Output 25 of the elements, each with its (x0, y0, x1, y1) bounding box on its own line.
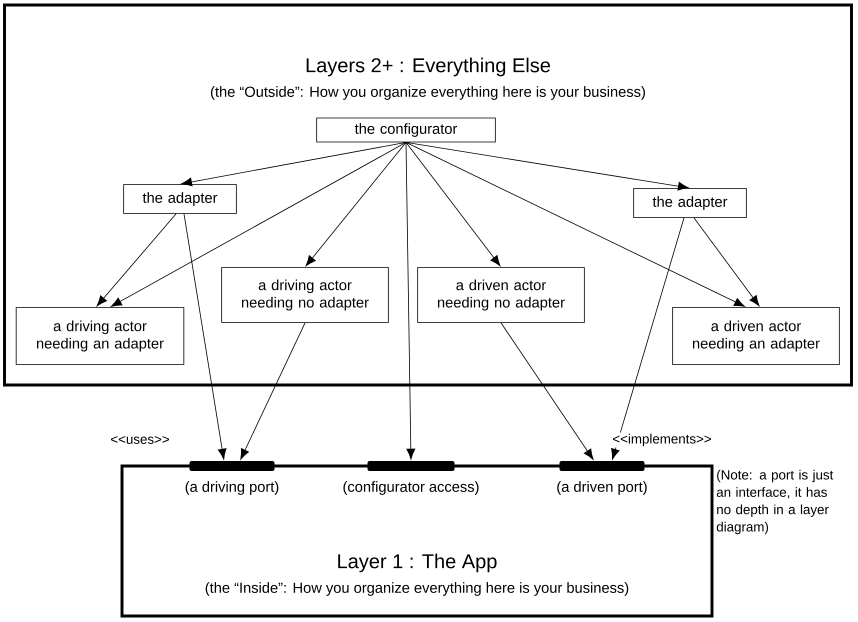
arrow (406, 142, 745, 307)
arrow (96, 214, 176, 306)
arrow (406, 142, 689, 191)
arrow (406, 142, 416, 460)
arrow (694, 218, 760, 306)
arrow (111, 142, 406, 307)
node-label: (a driven port) (557, 481, 647, 495)
component-box: the configurator (316, 118, 496, 142)
arrow (181, 142, 406, 186)
actor-box: a driven actor needing an adapter (672, 307, 840, 365)
arrow (611, 218, 684, 460)
actor-box: a driven actor needing no adapter (417, 267, 585, 323)
arrow (500, 322, 594, 460)
arrow (306, 142, 406, 266)
actor-box: a driving actor needing no adapter (221, 267, 389, 323)
stereotype-label: <<uses>> (109, 434, 171, 446)
component-box: the adapter (633, 188, 747, 218)
node-label: (a driving port) (186, 481, 278, 495)
arrow (240, 322, 306, 460)
node-label: (configurator access) (343, 481, 479, 495)
component-box: the adapter (123, 184, 237, 214)
arrow (406, 142, 500, 266)
stereotype-label: <<implements>> (611, 432, 713, 448)
arrow (184, 214, 226, 460)
actor-box: a driving actor needing an adapter (16, 307, 184, 365)
